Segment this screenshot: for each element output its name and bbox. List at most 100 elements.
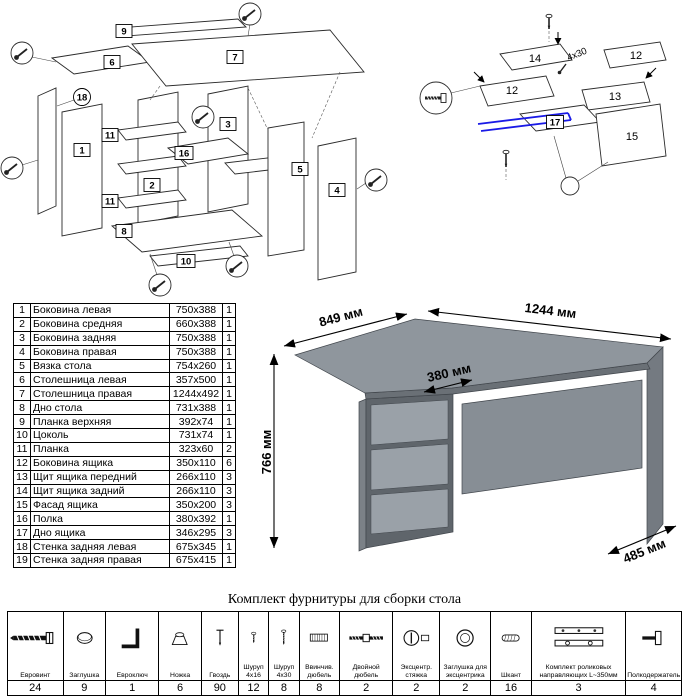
part-qty: 1 bbox=[222, 414, 236, 430]
cam-lock-icon bbox=[393, 612, 439, 664]
part-callout: 18 bbox=[77, 93, 88, 104]
part-callout: 3 bbox=[225, 120, 230, 131]
part-qty: 1 bbox=[222, 511, 236, 527]
part-name: Стенка задняя правая bbox=[30, 553, 170, 568]
cam-cap-icon bbox=[440, 612, 490, 664]
screw-callout bbox=[419, 81, 481, 115]
part-size: 380x392 bbox=[169, 511, 223, 527]
part-name: Фасад ящика bbox=[30, 497, 170, 513]
part-qty: 1 bbox=[222, 358, 236, 374]
part-size: 675x415 bbox=[169, 553, 223, 568]
part-name: Дно ящика bbox=[30, 525, 170, 541]
part-size: 392x74 bbox=[169, 414, 223, 430]
screw-small-icon bbox=[239, 612, 268, 664]
dim-left-depth: 849 мм bbox=[317, 304, 364, 330]
drawer-exploded-diagram: 14 12 12 13 15 17 4x30 bbox=[419, 13, 667, 196]
screw-callout bbox=[356, 168, 388, 192]
part-number: 14 bbox=[13, 483, 31, 499]
shelf-pin-icon bbox=[626, 612, 681, 664]
part-qty: 3 bbox=[222, 469, 236, 485]
part-number: 11 bbox=[13, 441, 31, 457]
part-name: Планка bbox=[30, 441, 170, 457]
part-number: 17 bbox=[13, 525, 31, 541]
screw-callout bbox=[238, 2, 262, 37]
part-number: 7 bbox=[13, 386, 31, 402]
part-size: 1244x492 bbox=[169, 386, 223, 402]
part-size: 750x388 bbox=[169, 303, 223, 318]
hardware-item-qty: 6 bbox=[159, 680, 201, 695]
part-number: 4 bbox=[13, 344, 31, 360]
part-name: Боковина средняя bbox=[30, 316, 170, 332]
part-qty: 1 bbox=[222, 303, 236, 318]
part-name: Боковина правая bbox=[30, 344, 170, 360]
part-size: 731x74 bbox=[169, 428, 223, 443]
hardware-item-qty: 2 bbox=[339, 680, 393, 695]
desk-body bbox=[294, 318, 664, 552]
screw-callout bbox=[191, 105, 215, 129]
part-size: 731x388 bbox=[169, 400, 223, 416]
dim-right-depth: 485 мм bbox=[621, 536, 668, 567]
part-callout: 7 bbox=[232, 53, 237, 64]
part-size: 346x295 bbox=[169, 525, 223, 541]
part-number: 18 bbox=[13, 539, 31, 555]
screw-glyph bbox=[502, 149, 510, 180]
hardware-item-qty: 16 bbox=[491, 680, 531, 695]
part-label: 17 bbox=[550, 118, 561, 129]
hardware-item-qty: 24 bbox=[8, 680, 63, 695]
part-callout: 9 bbox=[121, 27, 126, 38]
part-qty: 1 bbox=[222, 539, 236, 555]
assembly-arrows bbox=[473, 32, 657, 83]
part-callout: 1 bbox=[79, 146, 85, 157]
part-number: 9 bbox=[13, 414, 31, 430]
cap-icon bbox=[64, 612, 105, 664]
part-qty: 1 bbox=[222, 330, 236, 346]
hardware-item-name: Ножка bbox=[170, 671, 191, 679]
part-qty: 2 bbox=[222, 441, 236, 457]
part-qty: 1 bbox=[222, 344, 236, 360]
part-size: 675x345 bbox=[169, 539, 223, 555]
screw-callout bbox=[0, 156, 39, 180]
hardware-item-qty: 90 bbox=[201, 680, 238, 695]
part-number: 2 bbox=[13, 316, 31, 332]
hardware-item-name: Ввинчив. дюбель bbox=[305, 664, 334, 679]
part-number: 10 bbox=[13, 428, 31, 443]
nail-icon bbox=[202, 612, 238, 664]
hardware-item-qty: 1 bbox=[106, 680, 159, 695]
screw-callout bbox=[10, 41, 57, 65]
part-size: 357x500 bbox=[169, 372, 223, 388]
confirmat-screw-icon bbox=[8, 612, 63, 664]
part-label: 14 bbox=[529, 53, 541, 65]
part-qty: 1 bbox=[222, 386, 236, 402]
screw-glyph bbox=[545, 13, 553, 42]
hardware-item-name: Полкодержатель bbox=[627, 671, 681, 679]
part-name: Стенка задняя левая bbox=[30, 539, 170, 555]
part-name: Щит ящика передний bbox=[30, 469, 170, 485]
hardware-item-name: Шкант bbox=[500, 671, 521, 679]
screw-size-note: 4x30 bbox=[565, 46, 588, 64]
part-name: Боковина левая bbox=[30, 303, 170, 318]
part-callout: 11 bbox=[105, 131, 116, 142]
part-size: 750x388 bbox=[169, 344, 223, 360]
hardware-kit-title: Комплект фурнитуры для сборки стола bbox=[227, 592, 462, 607]
part-callout: 11 bbox=[105, 197, 116, 208]
part-name: Планка верхняя bbox=[30, 414, 170, 430]
part-name: Дно стола bbox=[30, 400, 170, 416]
dim-width: 1244 мм bbox=[524, 300, 577, 321]
hardware-item-qty: 12 bbox=[238, 680, 269, 695]
hardware-item-name: Двойной дюбель bbox=[352, 664, 380, 679]
part-qty: 1 bbox=[222, 316, 236, 332]
assembly-guides bbox=[149, 71, 341, 139]
part-callouts: 6 7 9 18 1 11 11 2 16 3 5 bbox=[56, 24, 346, 268]
